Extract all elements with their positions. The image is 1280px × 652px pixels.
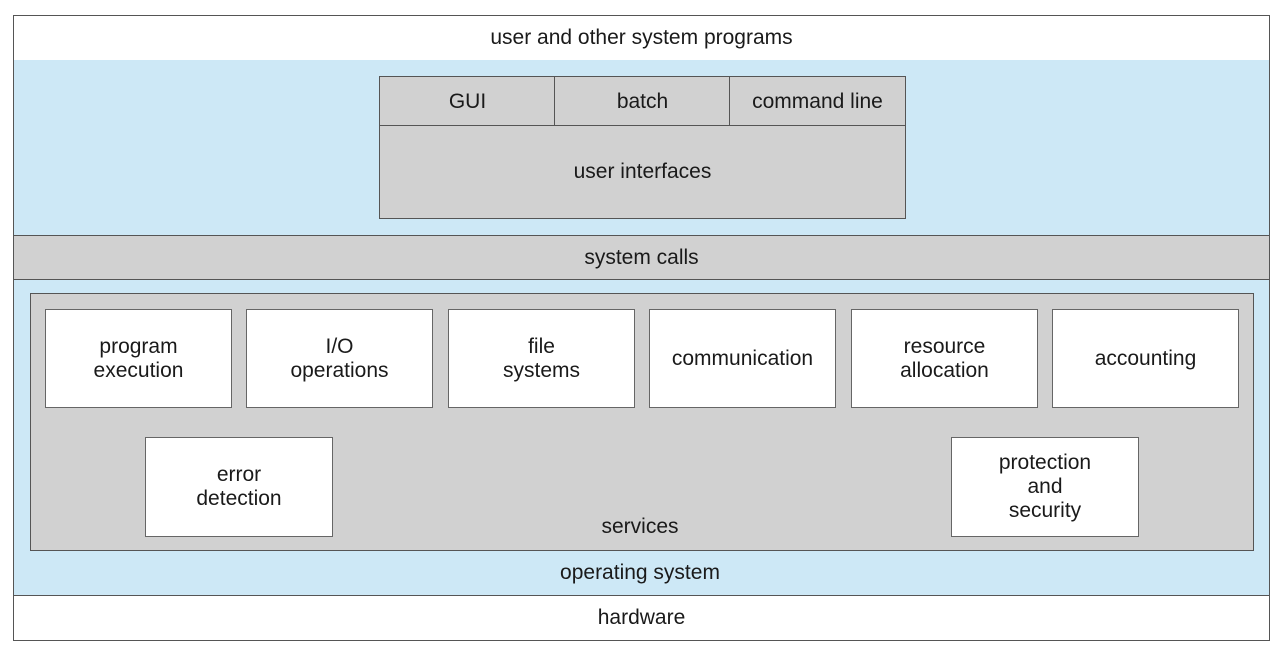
service-program-execution-label: program execution [93,334,184,382]
service-io-operations: I/O operations [246,309,433,408]
service-program-execution: program execution [45,309,232,408]
service-error-detection: error detection [145,437,333,537]
ui-gui-label: GUI [448,89,487,113]
ui-command-line-box: command line [729,76,906,127]
system-calls-layer: system calls [13,235,1270,280]
ui-batch-box: batch [554,76,731,127]
ui-batch-label: batch [616,89,669,113]
user-interfaces-label: user interfaces [573,160,712,183]
services-label: services [601,515,679,538]
user-programs-layer: user and other system programs [13,15,1270,61]
user-programs-label: user and other system programs [490,26,793,49]
ui-gui-box: GUI [379,76,556,127]
service-error-detection-label: error detection [196,463,282,510]
user-interfaces-box: user interfaces [379,125,906,219]
system-calls-label: system calls [584,245,699,269]
service-resource-allocation-label: resource allocation [900,334,989,382]
service-resource-allocation: resource allocation [851,309,1038,408]
service-file-systems: file systems [448,309,635,408]
service-accounting: accounting [1052,309,1239,408]
service-protection-security: protection and security [951,437,1139,537]
service-protection-security-label: protection and security [998,451,1092,522]
hardware-layer: hardware [13,595,1270,641]
operating-system-label: operating system [560,561,720,584]
service-io-operations-label: I/O operations [290,334,389,382]
ui-command-line-label: command line [752,89,883,113]
hardware-label: hardware [597,606,686,629]
service-communication-label: communication [671,346,814,370]
service-accounting-label: accounting [1094,346,1197,370]
service-file-systems-label: file systems [502,334,580,382]
service-communication: communication [649,309,836,408]
